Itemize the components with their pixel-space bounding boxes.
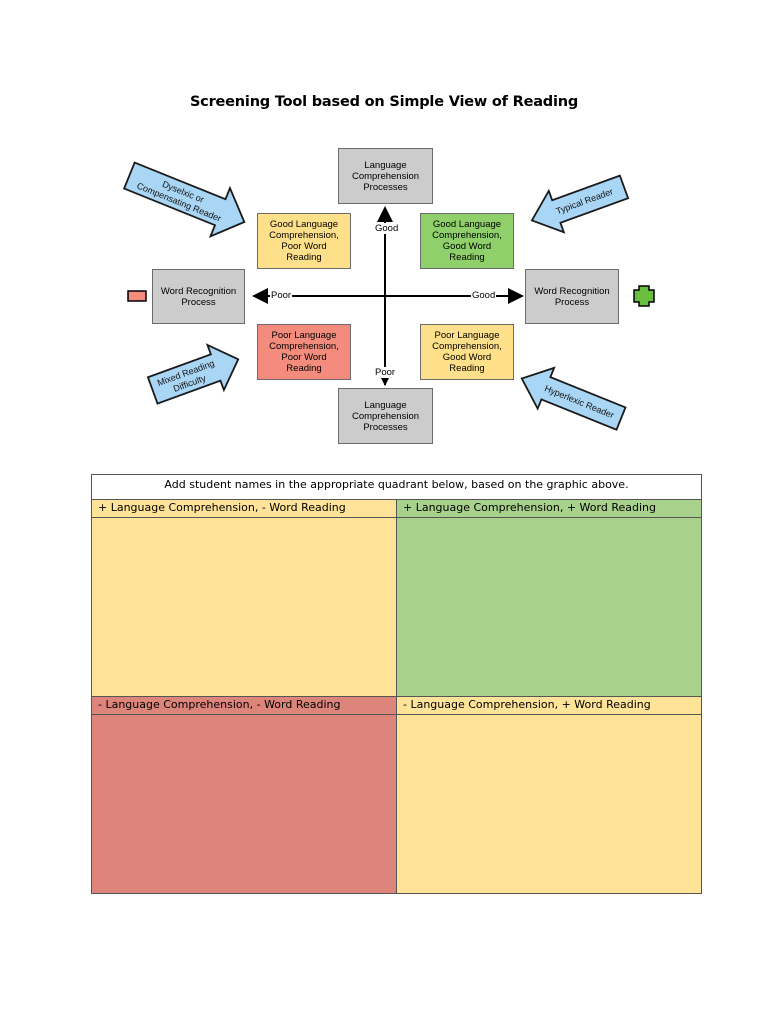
- language-comprehension-bottom-box: Language Comprehension Processes: [338, 388, 433, 444]
- word-recognition-right-box: Word Recognition Process: [525, 269, 619, 324]
- quadrant-good-lang-good-word: Good Language Comprehension, Good Word R…: [420, 213, 514, 269]
- axis-label-good-top: Good: [374, 223, 400, 234]
- language-comprehension-top-box: Language Comprehension Processes: [338, 148, 433, 204]
- axis-label-poor-left: Poor: [270, 290, 293, 301]
- dyslexic-arrow: Dyselxic or Compensating Reader: [122, 161, 246, 239]
- header-plus-lang-minus-word: + Language Comprehension, - Word Reading: [91, 499, 397, 518]
- hyperlexic-arrow: Hyperlexic Reader: [520, 366, 627, 431]
- header-minus-lang-minus-word: - Language Comprehension, - Word Reading: [91, 696, 397, 715]
- table-instruction: Add student names in the appropriate qua…: [91, 474, 702, 500]
- cell-minus-lang-plus-word[interactable]: [396, 714, 702, 894]
- plus-icon: [633, 285, 655, 307]
- quadrant-good-lang-poor-word: Good Language Comprehension, Poor Word R…: [257, 213, 351, 269]
- page-title: Screening Tool based on Simple View of R…: [189, 94, 579, 110]
- quadrant-poor-lang-good-word: Poor Language Comprehension, Good Word R…: [420, 324, 514, 380]
- student-quadrant-table: Add student names in the appropriate qua…: [91, 474, 702, 894]
- axis-label-good-right: Good: [471, 290, 497, 301]
- axis-label-poor-bottom: Poor: [374, 367, 397, 378]
- mixed-arrow: Mixed Reading Difficulty: [146, 343, 240, 405]
- cell-minus-lang-minus-word[interactable]: [91, 714, 397, 894]
- cell-plus-lang-plus-word[interactable]: [396, 517, 702, 697]
- typical-arrow: Typical Reader: [530, 174, 630, 234]
- minus-icon: [127, 290, 147, 302]
- quadrant-poor-lang-poor-word: Poor Language Comprehension, Poor Word R…: [257, 324, 351, 380]
- graphic-lines: Dyselxic or Compensating Reader Typical …: [122, 161, 655, 431]
- header-minus-lang-plus-word: - Language Comprehension, + Word Reading: [396, 696, 702, 715]
- cell-plus-lang-minus-word[interactable]: [91, 517, 397, 697]
- header-plus-lang-plus-word: + Language Comprehension, + Word Reading: [396, 499, 702, 518]
- word-recognition-left-box: Word Recognition Process: [152, 269, 245, 324]
